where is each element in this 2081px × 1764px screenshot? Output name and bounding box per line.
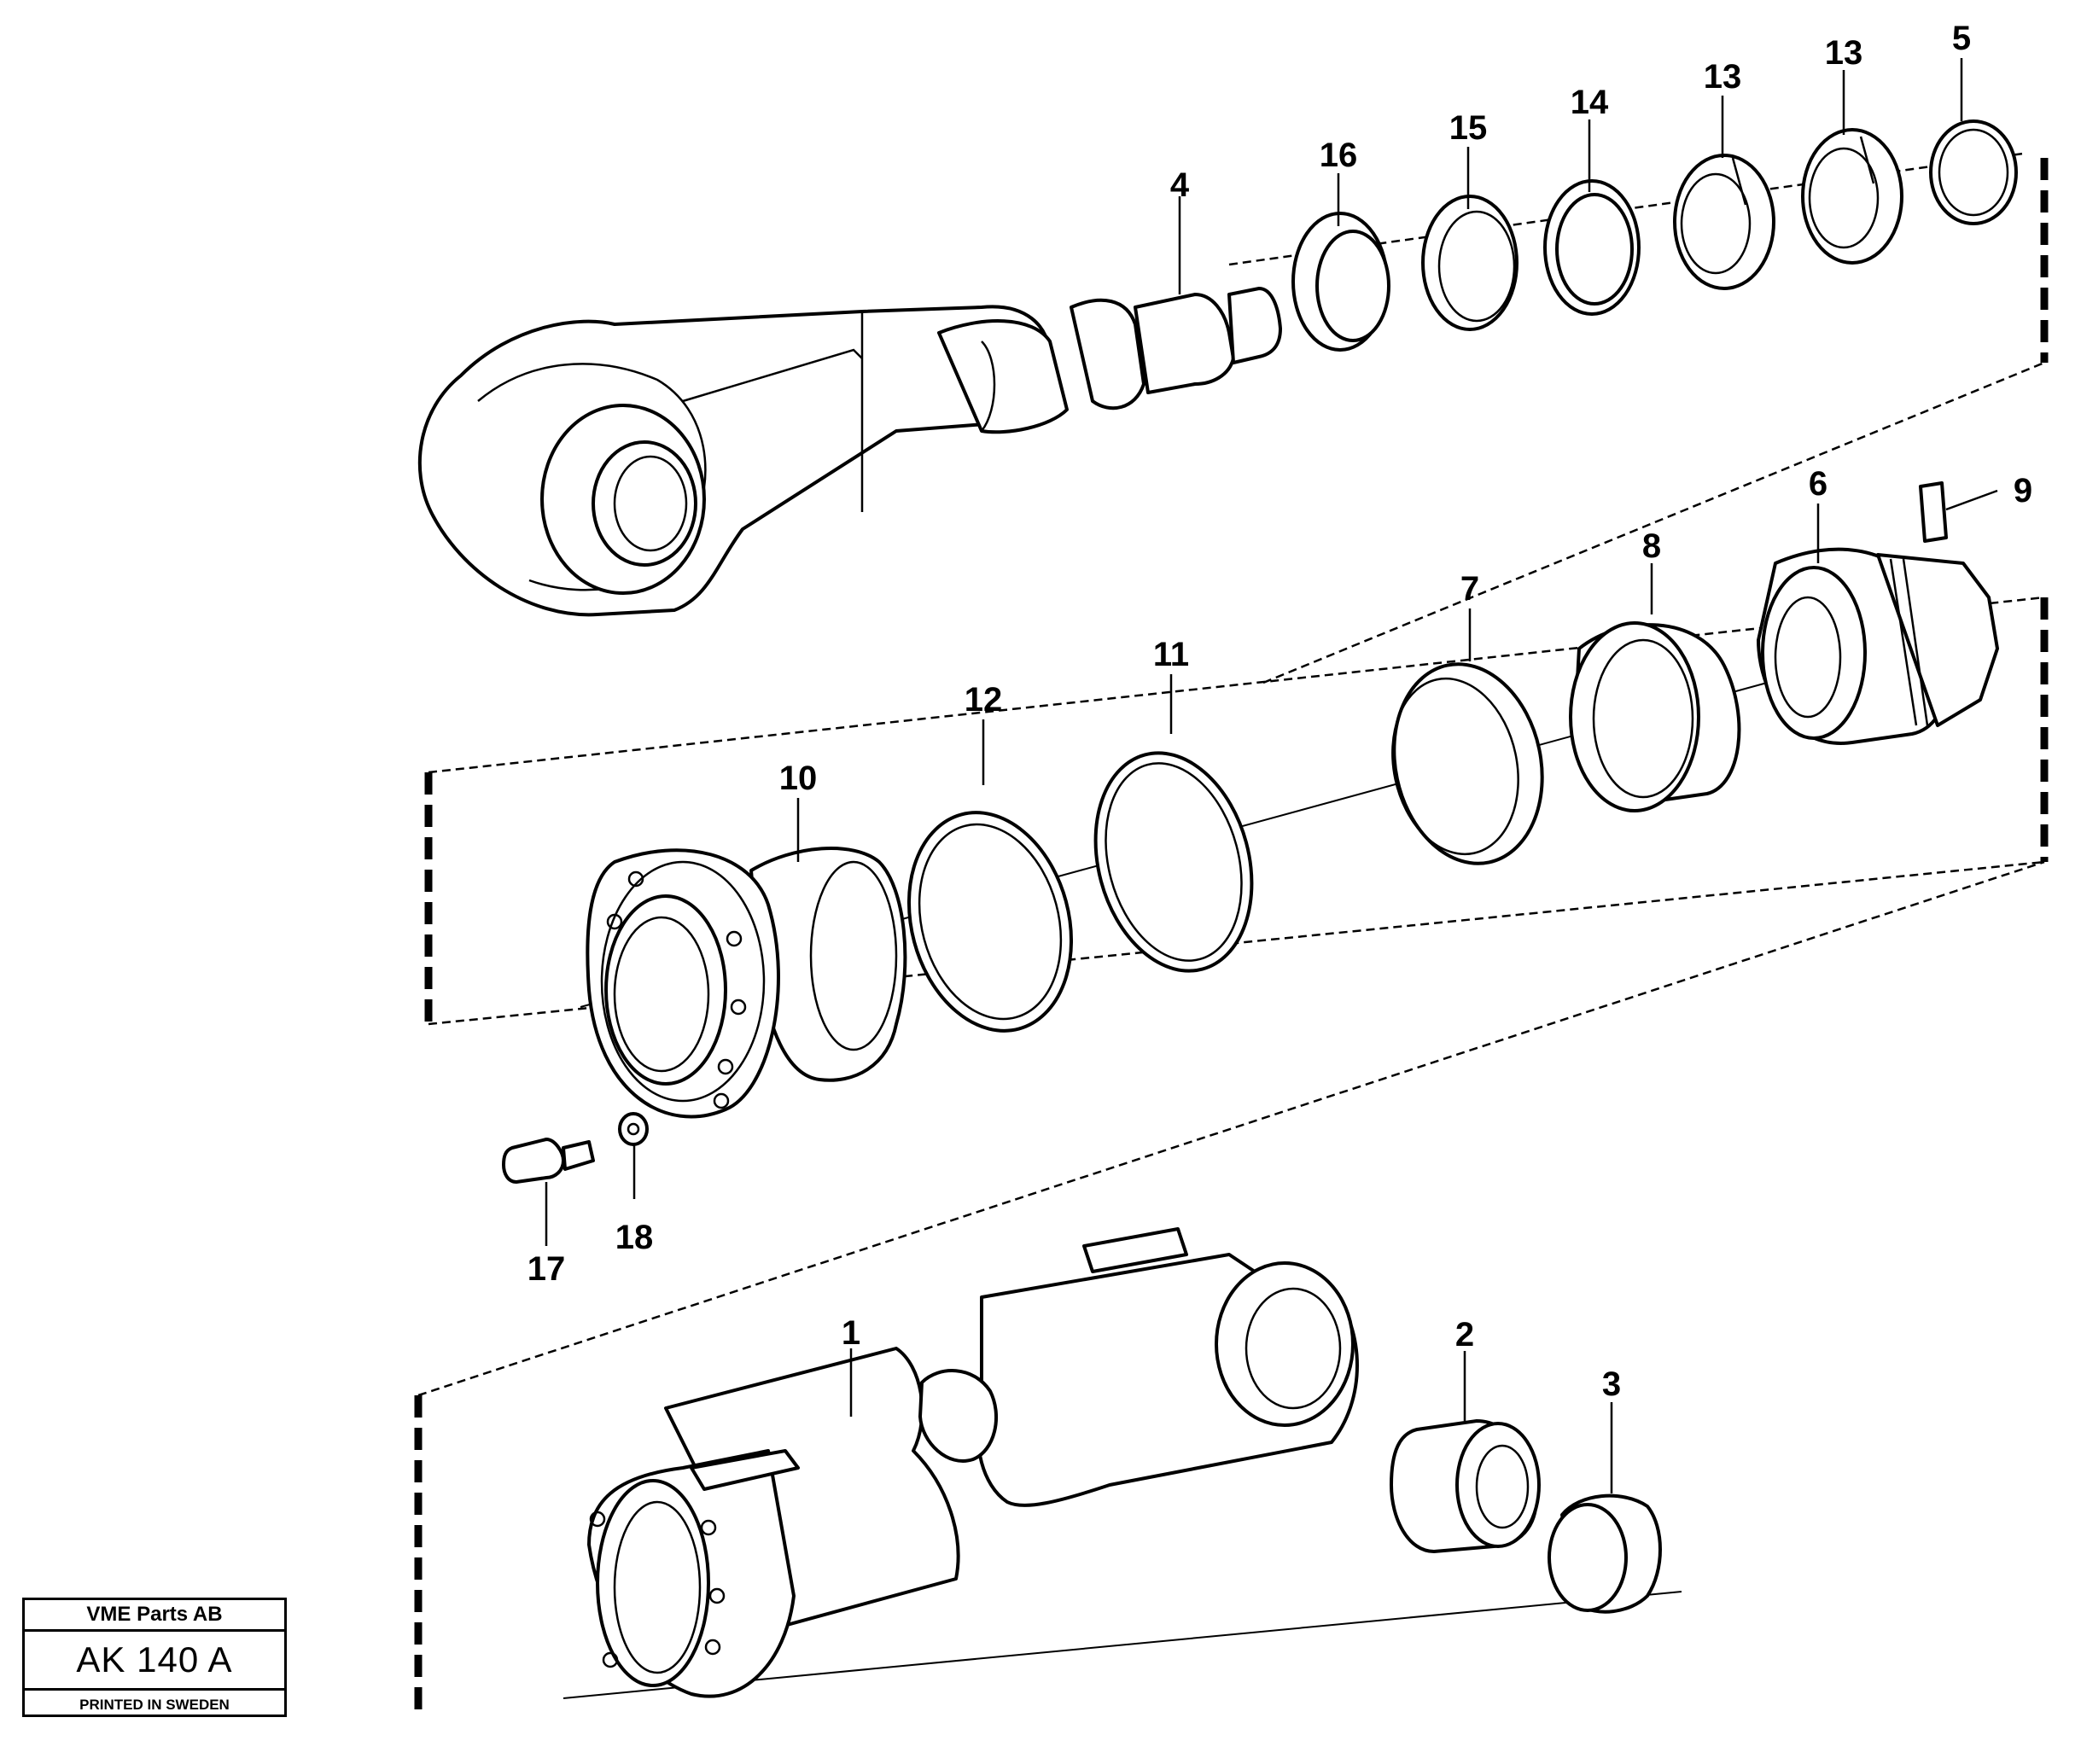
- part-11-seal-ring: [1093, 751, 1254, 973]
- callout-12: 12: [965, 681, 1003, 719]
- part-12-seal-ring: [906, 811, 1074, 1033]
- part-13-split-ring-b: [1801, 128, 1903, 265]
- stamp-code: AK 140 A: [25, 1632, 284, 1691]
- callout-3: 3: [1602, 1365, 1621, 1403]
- part-3-seal: [1548, 1493, 1662, 1614]
- callout-17: 17: [528, 1250, 566, 1288]
- part-10-cylinder-head: [586, 847, 907, 1119]
- part-17-bolt: [502, 1138, 595, 1184]
- callout-7: 7: [1460, 570, 1479, 608]
- callout-2: 2: [1455, 1316, 1474, 1354]
- callout-13-a: 13: [1704, 58, 1742, 96]
- callout-6: 6: [1809, 465, 1827, 503]
- part-16-ring: [1291, 212, 1390, 352]
- leader-lines: [545, 58, 1998, 1493]
- callout-4: 4: [1170, 166, 1190, 204]
- part-4-piston-rod: [417, 287, 1282, 617]
- part-8-guide-band: [1569, 621, 1741, 812]
- callout-14: 14: [1571, 84, 1609, 121]
- callout-16: 16: [1320, 137, 1358, 174]
- part-5-retaining-ring: [1929, 119, 2018, 225]
- callout-13-b: 13: [1825, 34, 1863, 72]
- callout-11: 11: [1153, 636, 1189, 673]
- callout-5: 5: [1952, 20, 1971, 57]
- part-14-ring: [1543, 179, 1641, 316]
- part-9-set-screw: [1919, 481, 1948, 543]
- callout-8: 8: [1642, 527, 1661, 565]
- callout-18: 18: [615, 1219, 654, 1256]
- callout-labels: 4 16 15 14 13 13 5 6 9 8 7 11 12 10 17 1…: [528, 20, 2032, 1403]
- part-13-split-ring-a: [1673, 154, 1775, 290]
- part-1-cylinder-tube: [587, 1227, 1359, 1698]
- callout-9: 9: [2014, 472, 2032, 509]
- stamp-company: VME Parts AB: [25, 1600, 284, 1632]
- stamp-footer: PRINTED IN SWEDEN: [79, 1697, 230, 1713]
- part-15-ring: [1421, 195, 1518, 331]
- callout-15: 15: [1449, 109, 1488, 147]
- callout-10: 10: [779, 760, 818, 797]
- callout-1: 1: [842, 1314, 860, 1352]
- part-2-bushing: [1390, 1419, 1541, 1553]
- part-6-piston: [1757, 547, 1999, 745]
- title-stamp: VME Parts AB AK 140 A PRINTED IN SWEDEN: [22, 1598, 287, 1717]
- part-7-ring: [1391, 662, 1544, 865]
- part-18-washer: [618, 1112, 649, 1146]
